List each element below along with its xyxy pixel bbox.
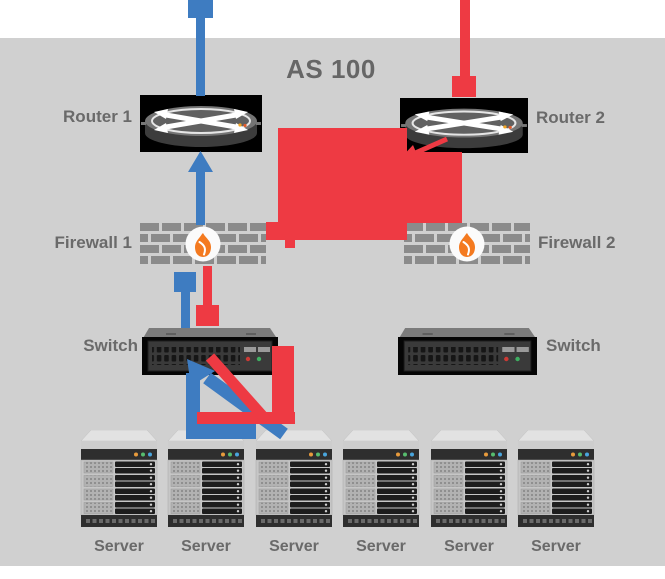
server-node-2: Server: [165, 430, 247, 560]
router-2-icon: [400, 98, 528, 153]
as-label: AS 100: [286, 54, 376, 84]
firewall-1-icon: [140, 222, 266, 266]
switch-2-label: Switch: [546, 336, 601, 355]
switch-2-icon: [398, 328, 537, 375]
server-node-6: Server: [515, 430, 597, 560]
router-2-label: Router 2: [536, 108, 605, 127]
server-icon: [342, 430, 420, 527]
server-label: Server: [269, 538, 319, 555]
server-node-1: Server: [78, 430, 160, 560]
firewall-2-label: Firewall 2: [538, 233, 616, 252]
server-label: Server: [181, 538, 231, 555]
blue-uplink-arrow-top: [188, 0, 213, 18]
server-icon: [167, 430, 245, 527]
server-label: Server: [94, 538, 144, 555]
server-icon: [430, 430, 508, 527]
firewall-2-icon: [404, 222, 530, 266]
server-icon: [80, 430, 158, 527]
router-1-icon: [140, 95, 262, 152]
server-icon: [517, 430, 595, 527]
switch-1-label: Switch: [83, 336, 138, 355]
server-label: Server: [531, 538, 581, 555]
server-icon: [255, 430, 333, 527]
server-node-4: Server: [340, 430, 422, 560]
router-1-label: Router 1: [63, 107, 132, 126]
switch-1-icon: [142, 328, 278, 375]
server-label: Server: [356, 538, 406, 555]
firewall-1-label: Firewall 1: [54, 233, 132, 252]
server-node-3: Server: [253, 430, 335, 560]
server-label: Server: [444, 538, 494, 555]
server-node-5: Server: [428, 430, 510, 560]
